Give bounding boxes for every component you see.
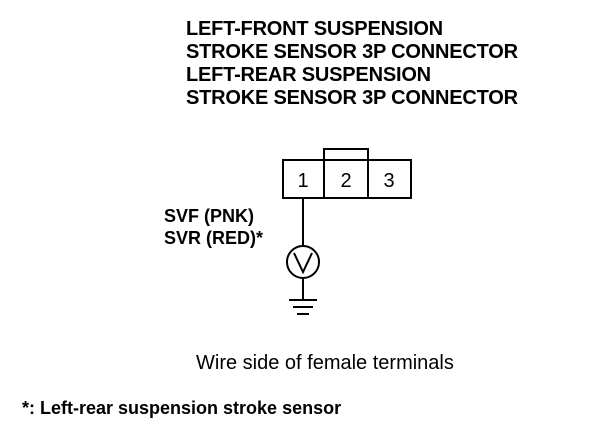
pin-1-label: 1 xyxy=(297,170,308,192)
wire-label-svf: SVF (PNK) xyxy=(164,206,254,226)
pin-3-label: 3 xyxy=(383,170,394,192)
connector-title: LEFT-FRONT SUSPENSION STROKE SENSOR 3P C… xyxy=(186,18,518,110)
terminal-side-caption: Wire side of female terminals xyxy=(196,352,454,374)
title-line-2: STROKE SENSOR 3P CONNECTOR xyxy=(186,41,518,63)
connector-3p: 1 2 3 xyxy=(282,148,412,199)
ground-icon xyxy=(289,299,317,315)
footnote: *: Left-rear suspension stroke sensor xyxy=(22,398,342,418)
title-line-4: STROKE SENSOR 3P CONNECTOR xyxy=(186,87,518,109)
wire-label-svr: SVR (RED)* xyxy=(164,228,264,248)
title-line-1: LEFT-FRONT SUSPENSION xyxy=(186,18,443,40)
connector-housing xyxy=(282,159,412,199)
connector-lock-tab xyxy=(323,148,369,160)
title-line-3: LEFT-REAR SUSPENSION xyxy=(186,64,431,86)
pin-2-label: 2 xyxy=(340,170,351,192)
voltmeter-icon xyxy=(286,245,320,279)
